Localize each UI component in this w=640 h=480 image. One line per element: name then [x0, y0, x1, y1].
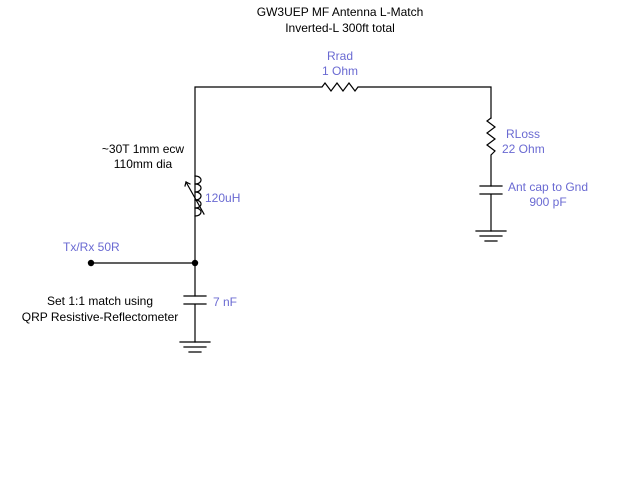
- rrad-value: 1 Ohm: [321, 64, 358, 78]
- match-capacitor: [183, 295, 207, 343]
- title-line-1: GW3UEP MF Antenna L-Match: [256, 5, 424, 19]
- rrad-name: Rrad: [326, 49, 353, 63]
- matchcap-value: 7 nF: [213, 295, 238, 309]
- note-line-2: QRP Resistive-Reflectometer: [21, 310, 179, 324]
- match-ground-icon: [179, 341, 211, 353]
- inductor-coil: [194, 175, 202, 217]
- inductor-value: 120uH: [205, 191, 241, 205]
- inductor-note-2: 110mm dia: [113, 157, 173, 171]
- top-wire: [194, 82, 492, 264]
- antcap-name: Ant cap to Gnd: [507, 180, 589, 194]
- variable-arrow: [185, 181, 205, 215]
- input-terminal-dot: [87, 259, 95, 267]
- rloss-name: RLoss: [506, 127, 541, 141]
- antcap-capacitor: [479, 185, 503, 232]
- note-line-1: Set 1:1 match using: [46, 294, 154, 308]
- inductor-note-1: ~30T 1mm ecw: [101, 142, 185, 156]
- input-label: Tx/Rx 50R: [63, 240, 120, 254]
- rloss-resistor: [486, 117, 496, 187]
- junction-dot: [191, 259, 199, 267]
- rloss-value: 22 Ohm: [502, 142, 545, 156]
- antcap-ground-icon: [475, 230, 507, 242]
- antcap-value: 900 pF: [529, 195, 567, 209]
- variable-arrowhead: [184, 181, 191, 187]
- title-line-2: Inverted-L 300ft total: [285, 21, 395, 35]
